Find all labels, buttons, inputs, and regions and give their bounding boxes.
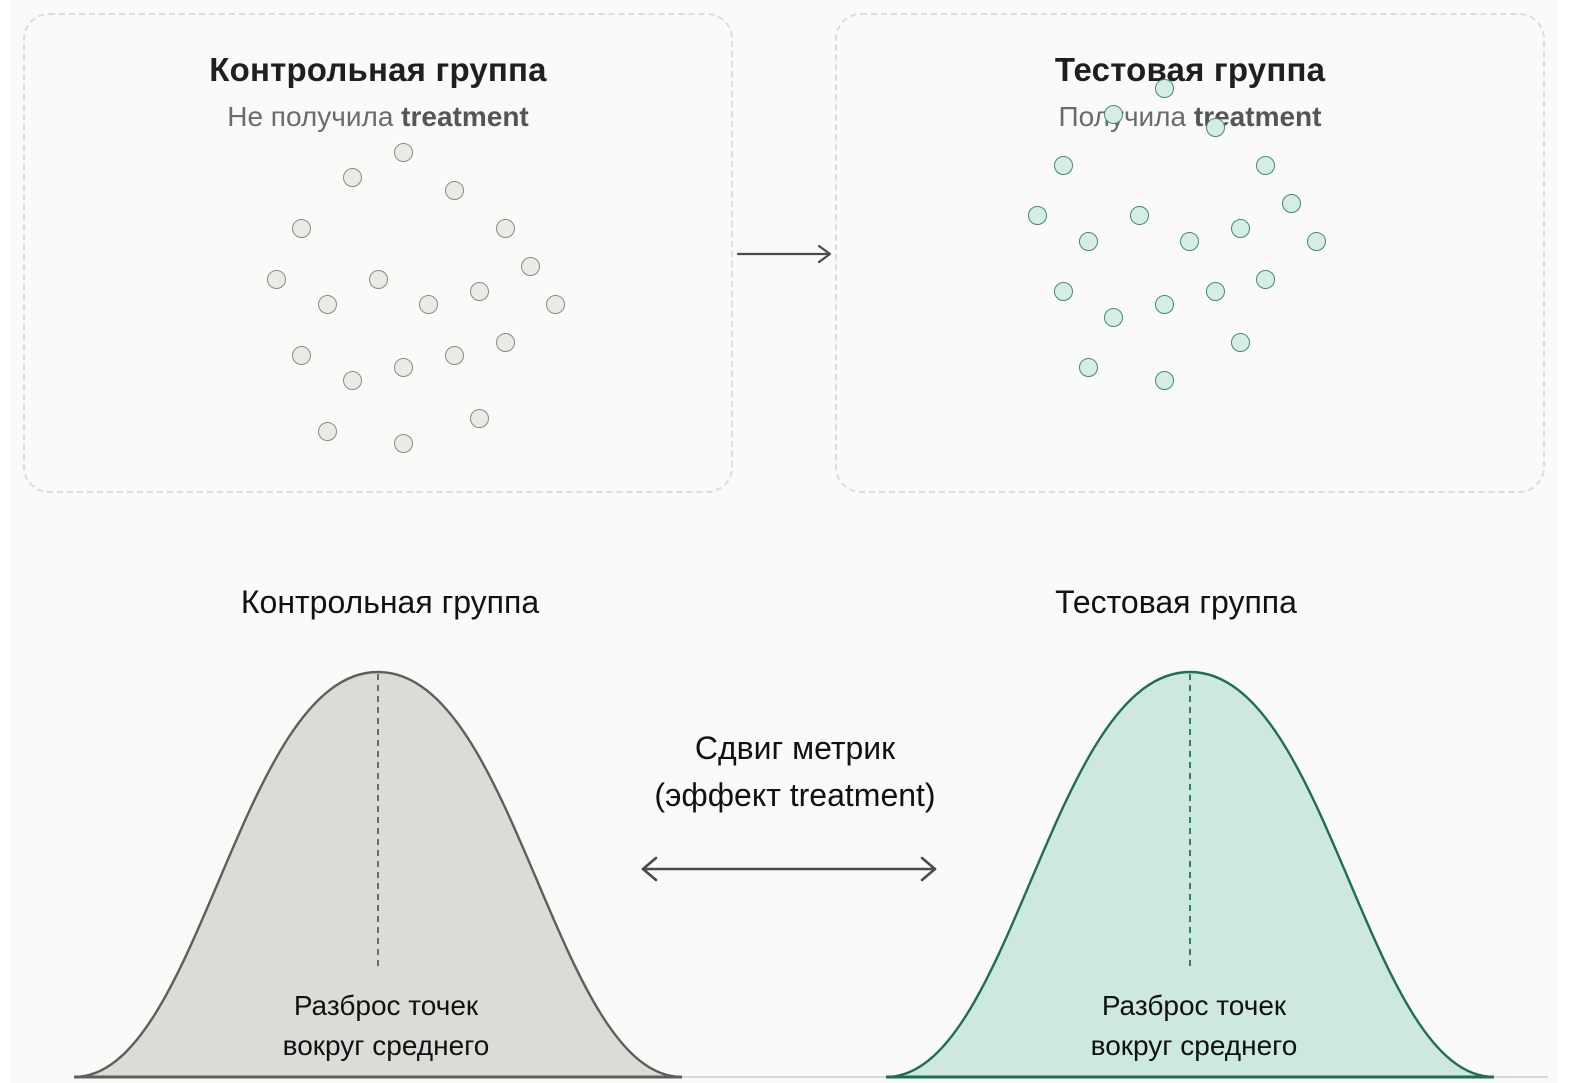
test-dot bbox=[1231, 219, 1250, 238]
test-dot bbox=[1155, 295, 1174, 314]
test-dot bbox=[1256, 156, 1275, 175]
test-dot bbox=[1079, 232, 1098, 251]
test-dot bbox=[1054, 156, 1073, 175]
control-panel-title: Контрольная группа bbox=[209, 51, 547, 88]
test-dot bbox=[1180, 232, 1199, 251]
control-dot bbox=[369, 270, 388, 289]
test-panel-subtitle: Получила treatment bbox=[837, 101, 1543, 133]
metric-shift-label: Сдвиг метрик (эффект treatment) bbox=[590, 725, 1000, 819]
control-dot bbox=[394, 434, 413, 453]
control-dot bbox=[470, 282, 489, 301]
control-dot bbox=[343, 168, 362, 187]
control-subtitle-prefix: Не получила bbox=[227, 101, 394, 132]
control-dot bbox=[318, 295, 337, 314]
test-dot bbox=[1231, 333, 1250, 352]
test-spread-line2: вокруг среднего bbox=[1090, 1030, 1298, 1061]
metric-shift-line2: (эффект treatment) bbox=[654, 777, 936, 813]
control-dot bbox=[394, 358, 413, 377]
control-subtitle-term: treatment bbox=[401, 101, 529, 132]
control-dot bbox=[496, 333, 515, 352]
test-dot bbox=[1155, 79, 1174, 98]
control-dot bbox=[419, 295, 438, 314]
control-dot bbox=[318, 422, 337, 441]
control-dot bbox=[496, 219, 515, 238]
control-panel-subtitle: Не получила treatment bbox=[25, 101, 731, 133]
test-dot bbox=[1307, 232, 1326, 251]
test-dot bbox=[1282, 194, 1301, 213]
control-spread-line2: вокруг среднего bbox=[282, 1030, 490, 1061]
control-distribution-title: Контрольная группа bbox=[240, 584, 540, 620]
test-dot bbox=[1028, 206, 1047, 225]
control-dot bbox=[470, 409, 489, 428]
test-dot bbox=[1054, 282, 1073, 301]
control-dot bbox=[521, 257, 540, 276]
test-dot bbox=[1079, 358, 1098, 377]
control-spread-label: Разброс точек вокруг среднего bbox=[226, 986, 546, 1066]
control-dot bbox=[445, 181, 464, 200]
control-group-panel: Контрольная группа Не получила treatment bbox=[23, 13, 733, 493]
test-spread-line1: Разброс точек bbox=[1101, 990, 1287, 1021]
test-distribution-title: Тестовая группа bbox=[1055, 584, 1297, 620]
test-dot bbox=[1104, 308, 1123, 327]
test-dot bbox=[1104, 105, 1123, 124]
treatment-arrow bbox=[736, 244, 832, 264]
metric-shift-line1: Сдвиг метрик bbox=[694, 730, 896, 766]
control-dot bbox=[394, 143, 413, 162]
test-dot bbox=[1206, 282, 1225, 301]
control-dot bbox=[292, 219, 311, 238]
test-spread-label: Разброс точек вокруг среднего bbox=[1034, 986, 1354, 1066]
control-dot bbox=[445, 346, 464, 365]
test-panel-title: Тестовая группа bbox=[1054, 51, 1326, 88]
test-dot bbox=[1206, 118, 1225, 137]
test-dot bbox=[1256, 270, 1275, 289]
control-dot bbox=[292, 346, 311, 365]
test-group-panel: Тестовая группа Получила treatment bbox=[835, 13, 1545, 493]
shift-double-arrow bbox=[641, 856, 937, 882]
control-dot bbox=[546, 295, 565, 314]
test-dot bbox=[1155, 371, 1174, 390]
control-dot bbox=[267, 270, 286, 289]
control-spread-line1: Разброс точек bbox=[293, 990, 479, 1021]
test-dot bbox=[1130, 206, 1149, 225]
control-dot bbox=[343, 371, 362, 390]
